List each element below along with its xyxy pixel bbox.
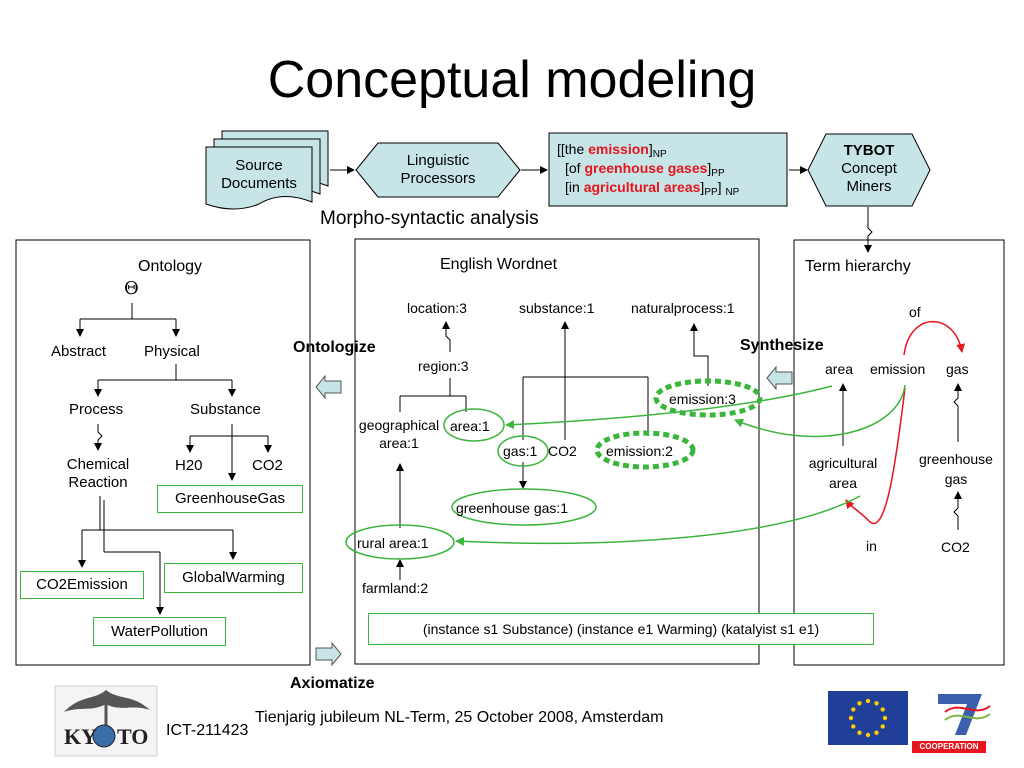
eu-star-icon bbox=[880, 724, 885, 729]
instance-statement: (instance s1 Substance) (instance e1 War… bbox=[368, 613, 874, 645]
th-co2: CO2 bbox=[941, 539, 970, 555]
node-abstract: Abstract bbox=[51, 343, 107, 360]
th-agricultural-area: agricultural area bbox=[808, 455, 878, 491]
parse-line-2: [of greenhouse gases]PP bbox=[565, 160, 725, 179]
emission2-ellipse bbox=[594, 430, 696, 470]
th-area: area bbox=[825, 361, 854, 377]
term-hierarchy-lines bbox=[839, 383, 962, 530]
in-relation-arrow bbox=[845, 387, 906, 525]
tybot-shape bbox=[807, 133, 931, 207]
node-chemical-reaction: Chemical Reaction bbox=[66, 456, 130, 491]
parse-line-1: [[the emission]NP bbox=[557, 141, 667, 160]
eu-star-icon bbox=[880, 707, 885, 712]
node-h20: H20 bbox=[175, 457, 203, 474]
project-id: ICT-211423 bbox=[166, 722, 249, 739]
th-emission: emission bbox=[870, 361, 926, 377]
term-hierarchy-title: Term hierarchy bbox=[805, 258, 911, 275]
th-of: of bbox=[909, 304, 921, 320]
node-co2emission: CO2Emission bbox=[20, 571, 144, 599]
morpho-syntactic-caption: Morpho-syntactic analysis bbox=[320, 208, 539, 229]
ontology-title: Ontology bbox=[138, 258, 203, 275]
wn-location3: location:3 bbox=[407, 300, 467, 316]
wn-geographical-area1: geographical area:1 bbox=[358, 417, 440, 451]
wn-greenhouse-gas1: greenhouse gas:1 bbox=[456, 500, 569, 516]
area1-ellipse bbox=[443, 408, 505, 442]
node-substance: Substance bbox=[190, 401, 261, 418]
wn-emission2: emission:2 bbox=[606, 443, 673, 459]
node-co2: CO2 bbox=[252, 457, 283, 474]
fp7-logo bbox=[912, 694, 991, 753]
svg-text:TO: TO bbox=[117, 724, 148, 749]
parse-line-3: [in agricultural areas]PP] NP bbox=[565, 179, 740, 198]
th-in: in bbox=[866, 538, 877, 554]
of-relation-arrow bbox=[903, 320, 966, 356]
wn-naturalprocess1: naturalprocess:1 bbox=[631, 300, 735, 316]
node-globalwarming: GlobalWarming bbox=[164, 563, 303, 593]
fp7-cooperation-label: COOPERATION bbox=[919, 742, 979, 751]
ontologize-arrow bbox=[315, 374, 342, 400]
ontology-tree-lines bbox=[76, 303, 272, 615]
wordnet-tree-lines bbox=[396, 321, 709, 580]
emission3-ellipse bbox=[653, 378, 763, 418]
linguistic-processors-label: Linguistic Processors bbox=[400, 152, 476, 187]
eu-star-icon bbox=[865, 732, 871, 738]
wn-co2: CO2 bbox=[548, 443, 577, 459]
eu-star-icon bbox=[865, 698, 871, 704]
node-physical: Physical bbox=[144, 343, 200, 360]
wordnet-panel-border bbox=[354, 238, 760, 665]
theta-symbol: Θ bbox=[124, 278, 139, 299]
eu-star-icon bbox=[874, 701, 879, 706]
node-waterpollution: WaterPollution bbox=[93, 617, 226, 646]
wn-emission3: emission:3 bbox=[669, 391, 736, 407]
parse-box-shape bbox=[548, 132, 788, 207]
tybot-label: TYBOT Concept Miners bbox=[841, 142, 897, 195]
th-gas: gas bbox=[946, 361, 969, 377]
wn-gas1: gas:1 bbox=[503, 443, 538, 459]
th-greenhouse-gas: greenhouse gas bbox=[919, 451, 993, 487]
node-greenhousegas: GreenhouseGas bbox=[157, 485, 303, 513]
eu-star-icon bbox=[882, 715, 888, 721]
wn-farmland2: farmland:2 bbox=[362, 580, 429, 596]
axiomatize-label: Axiomatize bbox=[290, 675, 375, 692]
parse-box-text: [[the emission]NP [of greenhouse gases]P… bbox=[557, 140, 740, 198]
eu-star-icon bbox=[848, 715, 854, 721]
kyoto-logo: KY TO bbox=[54, 685, 158, 757]
wn-region3: region:3 bbox=[418, 358, 469, 374]
synthesize-label: Synthesize bbox=[740, 337, 824, 354]
gas1-ellipse bbox=[497, 435, 549, 467]
axiomatize-arrow bbox=[315, 641, 342, 667]
wn-rural-area1: rural area:1 bbox=[357, 535, 429, 551]
eu-star-icon bbox=[874, 730, 879, 735]
node-process: Process bbox=[69, 401, 124, 418]
greenhouse-gas1-ellipse bbox=[451, 488, 597, 526]
eu-flag bbox=[828, 691, 908, 745]
source-documents-shape bbox=[205, 130, 329, 210]
arrow-tybot-to-term-hierarchy bbox=[864, 207, 873, 253]
eu-star-icon bbox=[857, 701, 862, 706]
page-title: Conceptual modeling bbox=[267, 51, 757, 109]
mapping-arrows bbox=[455, 384, 906, 546]
wn-area1: area:1 bbox=[450, 418, 490, 434]
term-hierarchy-panel-border bbox=[793, 239, 1005, 666]
wordnet-title: English Wordnet bbox=[440, 256, 558, 273]
ontology-panel-border bbox=[15, 239, 311, 666]
wn-substance1: substance:1 bbox=[519, 300, 595, 316]
ontologize-label: Ontologize bbox=[293, 339, 376, 356]
eu-star-icon bbox=[851, 724, 856, 729]
rural-area1-ellipse bbox=[345, 524, 455, 560]
eu-star-icon bbox=[857, 730, 862, 735]
source-documents-label: Source Documents bbox=[221, 157, 297, 192]
linguistic-processors-shape bbox=[355, 142, 521, 198]
synthesize-arrow bbox=[766, 365, 793, 391]
event-caption: Tienjarig jubileum NL-Term, 25 October 2… bbox=[255, 709, 664, 726]
eu-star-icon bbox=[851, 707, 856, 712]
svg-text:KY: KY bbox=[64, 724, 97, 749]
